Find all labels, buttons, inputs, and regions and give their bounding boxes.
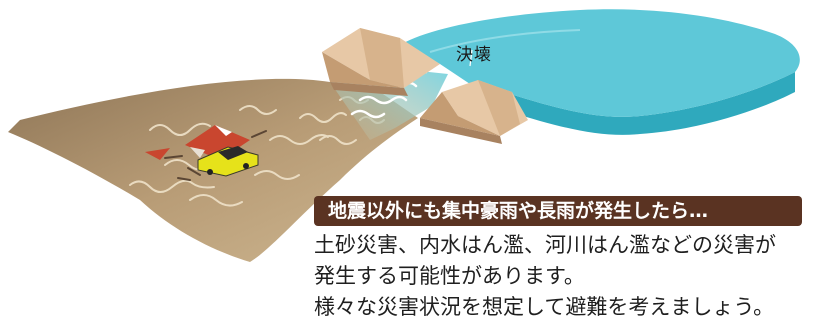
description-text: 土砂災害、内水はん濫、河川はん濫などの災害が 発生する可能性があります。 様々な… [314, 230, 810, 323]
debris-dark [164, 130, 267, 181]
levee-left [322, 28, 440, 96]
description-line-3: 様々な災害状況を想定して避難を考えましょう。 [314, 295, 775, 319]
breach-label: 決壊 [456, 45, 492, 65]
levee-right [420, 80, 528, 144]
description-line-2: 発生する可能性があります。 [314, 264, 585, 288]
warning-banner: 地震以外にも集中豪雨や長雨が発生したら… [314, 196, 802, 226]
house [145, 125, 250, 160]
description-line-1: 土砂災害、内水はん濫、河川はん濫などの災害が [314, 233, 776, 257]
car [197, 146, 259, 177]
